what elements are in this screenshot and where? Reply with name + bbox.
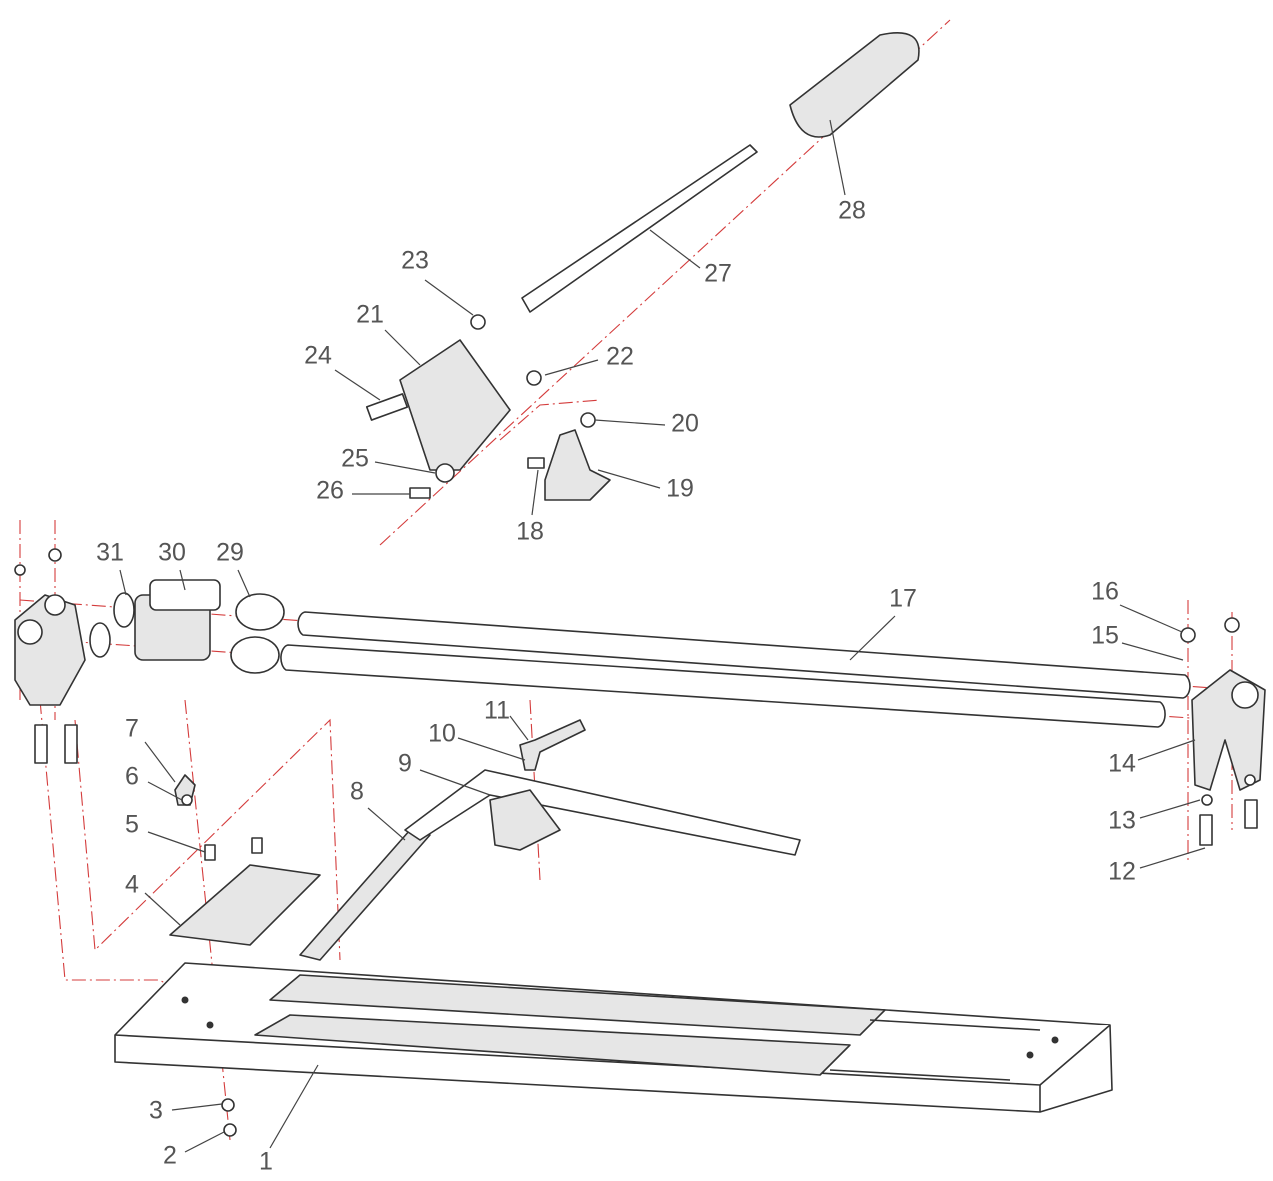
part-measuring-scales <box>169 719 1256 1137</box>
label-part-9: 9 <box>398 750 412 778</box>
label-part-26: 26 <box>316 477 344 505</box>
label-part-27: 27 <box>704 260 732 288</box>
label-part-11: 11 <box>484 697 510 725</box>
label-part-17: 17 <box>889 585 917 613</box>
part-handle-assembly <box>365 31 920 501</box>
label-part-21: 21 <box>356 301 384 329</box>
part-base <box>114 962 1113 1113</box>
label-part-6: 6 <box>125 763 139 791</box>
label-part-30: 30 <box>158 539 186 567</box>
label-part-7: 7 <box>125 715 139 743</box>
part-right-end-bracket <box>1180 617 1266 846</box>
label-part-14: 14 <box>1108 750 1136 778</box>
label-part-13: 13 <box>1108 807 1136 835</box>
label-part-19: 19 <box>666 475 694 503</box>
label-part-10: 10 <box>428 720 456 748</box>
label-part-15: 15 <box>1091 622 1119 650</box>
label-part-23: 23 <box>401 247 429 275</box>
label-part-3: 3 <box>149 1097 163 1125</box>
part-left-end-bracket <box>14 548 86 764</box>
leader-lines <box>119 119 1206 1153</box>
label-part-4: 4 <box>125 871 139 899</box>
part-labels: 1 2 3 4 5 6 7 8 9 10 11 12 13 14 15 16 1… <box>96 197 1136 1176</box>
label-part-12: 12 <box>1108 858 1136 886</box>
part-carriage <box>89 579 285 674</box>
label-part-28: 28 <box>838 197 866 225</box>
label-part-24: 24 <box>304 342 332 370</box>
label-part-18: 18 <box>516 518 544 546</box>
label-part-8: 8 <box>350 778 364 806</box>
label-part-16: 16 <box>1091 578 1119 606</box>
label-part-5: 5 <box>125 811 139 839</box>
label-part-20: 20 <box>671 410 699 438</box>
part-guide-rails <box>280 611 1191 728</box>
label-part-2: 2 <box>163 1142 177 1170</box>
label-part-31: 31 <box>96 539 124 567</box>
label-part-25: 25 <box>341 445 369 473</box>
label-part-22: 22 <box>606 343 634 371</box>
label-part-29: 29 <box>216 539 244 567</box>
label-part-1: 1 <box>259 1148 273 1176</box>
